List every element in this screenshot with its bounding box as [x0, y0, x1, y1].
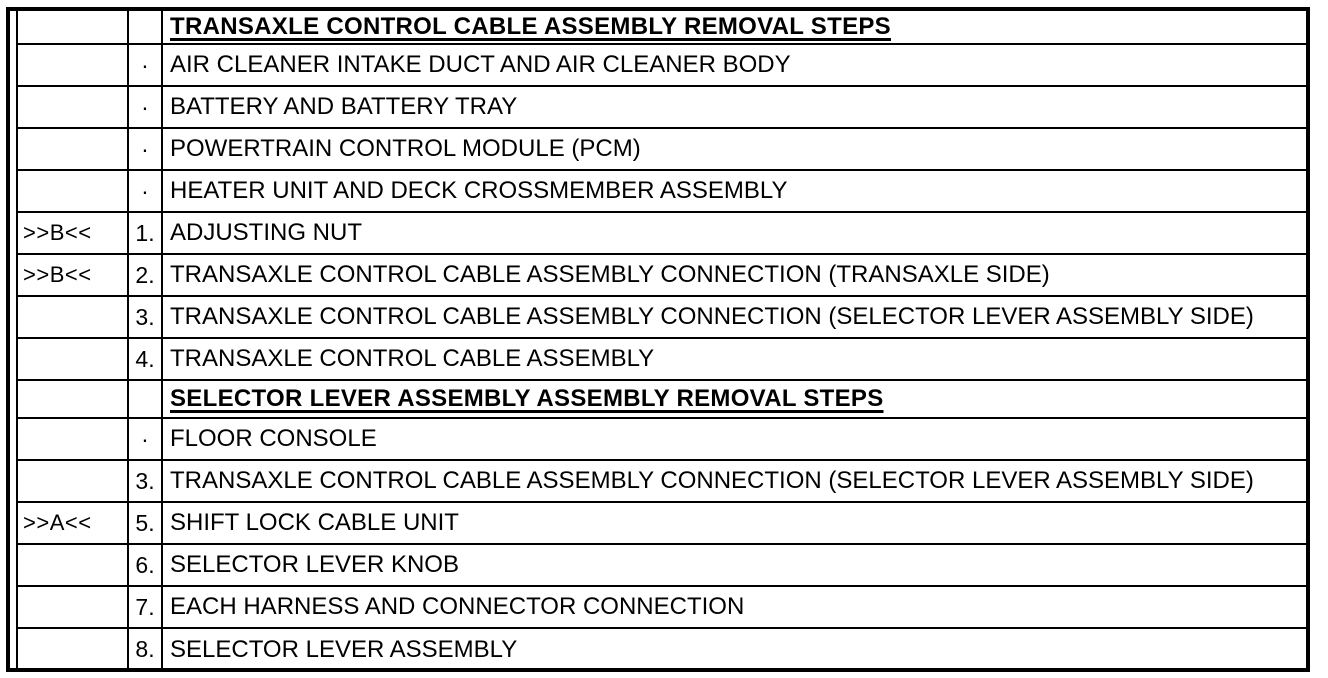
table-row: SELECTOR LEVER ASSEMBLY ASSEMBLY REMOVAL… — [18, 379, 1306, 419]
removal-steps-table: TRANSAXLE CONTROL CABLE ASSEMBLY REMOVAL… — [18, 11, 1306, 668]
table-row: TRANSAXLE CONTROL CABLE ASSEMBLY REMOVAL… — [18, 11, 1306, 45]
removal-steps-table-frame: TRANSAXLE CONTROL CABLE ASSEMBLY REMOVAL… — [6, 7, 1310, 672]
marker-cell — [18, 337, 129, 381]
table-row: >>A<< 5. SHIFT LOCK CABLE UNIT — [18, 501, 1306, 545]
step-cell: · — [127, 85, 163, 129]
step-cell: 5. — [127, 501, 163, 545]
description-cell: TRANSAXLE CONTROL CABLE ASSEMBLY — [161, 337, 1306, 381]
step-cell: · — [127, 169, 163, 213]
marker-cell: >>B<< — [18, 253, 129, 297]
description-cell: SELECTOR LEVER KNOB — [161, 543, 1306, 587]
table-row: · HEATER UNIT AND DECK CROSSMEMBER ASSEM… — [18, 169, 1306, 213]
table-row: · AIR CLEANER INTAKE DUCT AND AIR CLEANE… — [18, 43, 1306, 87]
marker-cell — [18, 543, 129, 587]
table-row: >>B<< 1. ADJUSTING NUT — [18, 211, 1306, 255]
section-header: TRANSAXLE CONTROL CABLE ASSEMBLY REMOVAL… — [161, 11, 1306, 45]
table-row: · BATTERY AND BATTERY TRAY — [18, 85, 1306, 129]
description-cell: TRANSAXLE CONTROL CABLE ASSEMBLY CONNECT… — [161, 295, 1306, 339]
step-cell: 8. — [127, 627, 163, 668]
description-cell: POWERTRAIN CONTROL MODULE (PCM) — [161, 127, 1306, 171]
description-cell: AIR CLEANER INTAKE DUCT AND AIR CLEANER … — [161, 43, 1306, 87]
description-cell: SHIFT LOCK CABLE UNIT — [161, 501, 1306, 545]
step-cell: 1. — [127, 211, 163, 255]
left-margin-rule — [10, 11, 18, 668]
marker-cell — [18, 417, 129, 461]
section-header: SELECTOR LEVER ASSEMBLY ASSEMBLY REMOVAL… — [161, 379, 1306, 419]
table-row: 4. TRANSAXLE CONTROL CABLE ASSEMBLY — [18, 337, 1306, 381]
marker-cell — [18, 459, 129, 503]
marker-cell — [18, 43, 129, 87]
marker-cell — [18, 127, 129, 171]
table-row: 6. SELECTOR LEVER KNOB — [18, 543, 1306, 587]
description-cell: SELECTOR LEVER ASSEMBLY — [161, 627, 1306, 668]
description-cell: TRANSAXLE CONTROL CABLE ASSEMBLY CONNECT… — [161, 459, 1306, 503]
description-cell: FLOOR CONSOLE — [161, 417, 1306, 461]
marker-cell: >>B<< — [18, 211, 129, 255]
table-row: · POWERTRAIN CONTROL MODULE (PCM) — [18, 127, 1306, 171]
step-cell: · — [127, 43, 163, 87]
description-cell: BATTERY AND BATTERY TRAY — [161, 85, 1306, 129]
description-cell: ADJUSTING NUT — [161, 211, 1306, 255]
description-cell: TRANSAXLE CONTROL CABLE ASSEMBLY CONNECT… — [161, 253, 1306, 297]
step-cell: 2. — [127, 253, 163, 297]
step-cell: 3. — [127, 295, 163, 339]
marker-cell: >>A<< — [18, 501, 129, 545]
table-row: >>B<< 2. TRANSAXLE CONTROL CABLE ASSEMBL… — [18, 253, 1306, 297]
step-cell: 6. — [127, 543, 163, 587]
table-row: 8. SELECTOR LEVER ASSEMBLY — [18, 627, 1306, 668]
marker-cell — [18, 627, 129, 668]
marker-cell — [18, 169, 129, 213]
description-cell: HEATER UNIT AND DECK CROSSMEMBER ASSEMBL… — [161, 169, 1306, 213]
table-row: · FLOOR CONSOLE — [18, 417, 1306, 461]
table-row: 7. EACH HARNESS AND CONNECTOR CONNECTION — [18, 585, 1306, 629]
step-cell — [127, 11, 163, 45]
step-cell: · — [127, 417, 163, 461]
step-cell: · — [127, 127, 163, 171]
table-row: 3. TRANSAXLE CONTROL CABLE ASSEMBLY CONN… — [18, 295, 1306, 339]
description-cell: EACH HARNESS AND CONNECTOR CONNECTION — [161, 585, 1306, 629]
marker-cell — [18, 585, 129, 629]
marker-cell — [18, 85, 129, 129]
table-row: 3. TRANSAXLE CONTROL CABLE ASSEMBLY CONN… — [18, 459, 1306, 503]
step-cell: 4. — [127, 337, 163, 381]
step-cell: 3. — [127, 459, 163, 503]
marker-cell — [18, 295, 129, 339]
step-cell: 7. — [127, 585, 163, 629]
marker-cell — [18, 11, 129, 45]
marker-cell — [18, 379, 129, 419]
step-cell — [127, 379, 163, 419]
